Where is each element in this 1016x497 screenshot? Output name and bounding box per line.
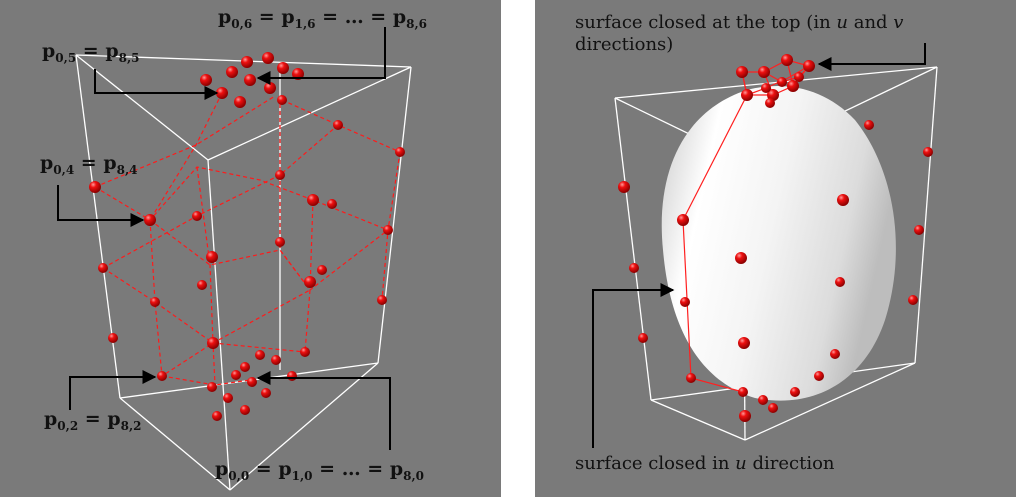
label-p04: p0,4 = p8,4: [40, 152, 138, 177]
label-p05: p0,5 = p8,5: [42, 40, 140, 65]
label-closed-u: surface closed in u direction: [575, 453, 835, 474]
control-points: [618, 54, 933, 422]
control-points: [89, 52, 405, 421]
annotation-arrows: [592, 43, 926, 448]
label-p00: p0,0 = p1,0 = … = p8,0: [215, 458, 425, 483]
closed-surface-panel: surface closed at the top (in u and v di…: [535, 0, 1016, 497]
label-p06: p0,6 = p1,6 = … = p8,6: [218, 6, 428, 31]
control-net-panel: p0,6 = p1,6 = … = p8,6 p0,5 = p8,5 p0,4 …: [0, 0, 501, 497]
label-p02: p0,2 = p8,2: [44, 408, 142, 433]
annotation-arrows: [57, 27, 391, 450]
control-net-lines: [94, 92, 401, 386]
closed-surface-diagram: [592, 43, 938, 448]
closed-surface: [661, 85, 896, 401]
label-closed-top: surface closed at the top (in u and v di…: [575, 12, 904, 55]
control-net-diagram: [57, 27, 412, 491]
